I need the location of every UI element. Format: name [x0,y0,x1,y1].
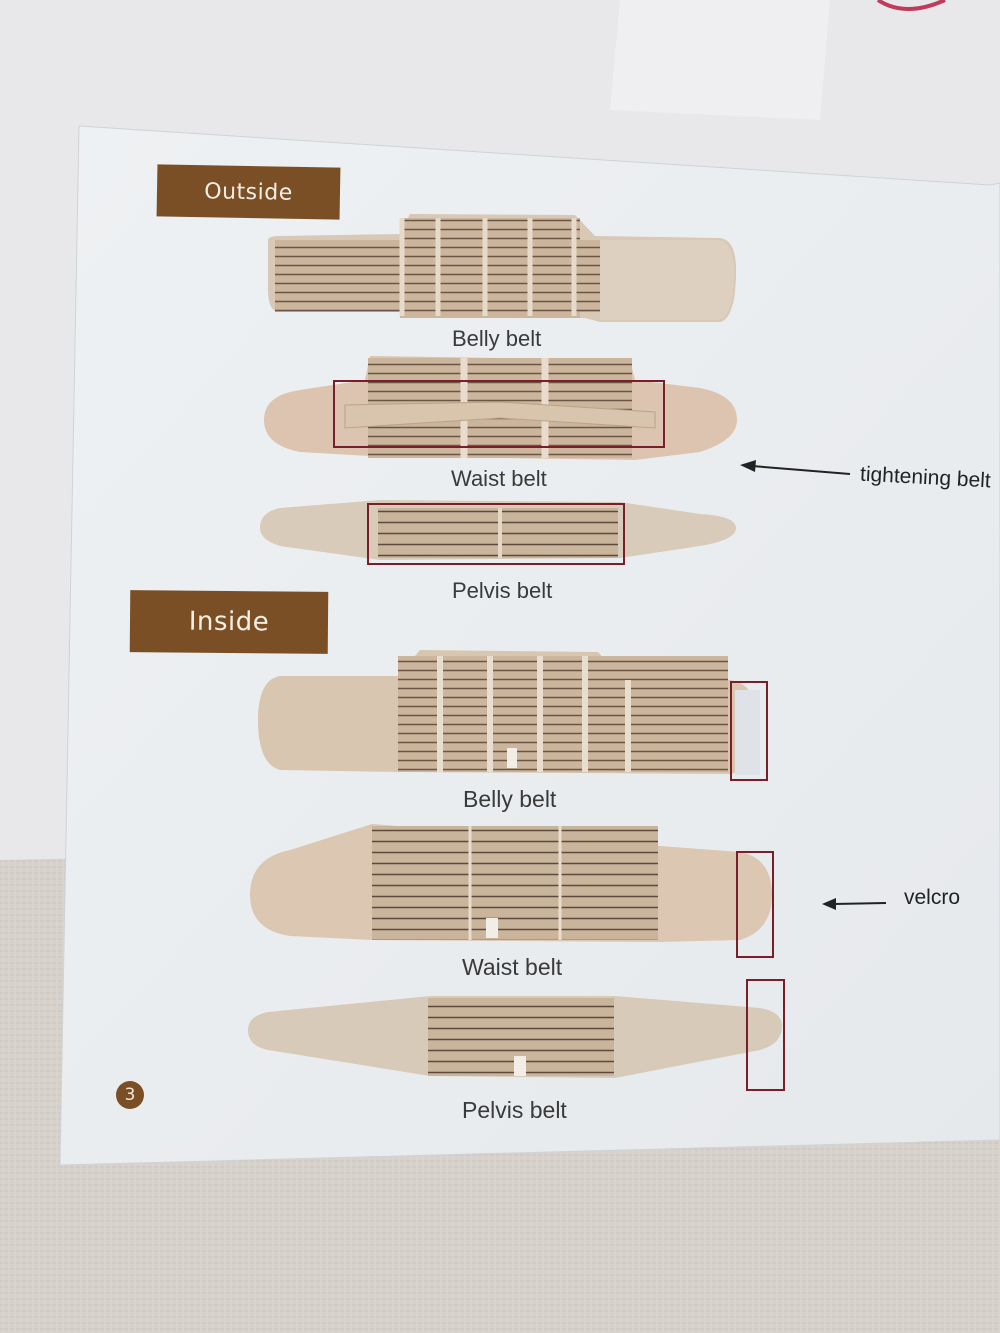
inside-belly-belt-label: Belly belt [463,786,557,812]
inside-belly-belt-image [258,650,768,781]
section-tag-outside: Outside [156,164,341,220]
inside-waist-belt-label: Waist belt [462,954,563,980]
section-tag-inside: Inside [129,590,329,654]
inside-pelvis-belt-image [248,979,785,1091]
tightening-arrow-icon [740,460,851,475]
outside-belly-belt-image [268,214,736,322]
page-number-badge: 3 [116,1081,144,1109]
outside-pelvis-belt-image [260,500,736,565]
outside-pelvis-belt-label: Pelvis belt [452,578,553,603]
inside-waist-belt-image [250,824,774,958]
outside-waist-belt-image [264,356,737,460]
velcro-annotation: velcro [904,886,961,909]
inside-pelvis-belt-label: Pelvis belt [462,1097,567,1123]
outside-waist-belt-label: Waist belt [451,466,547,491]
outside-belly-belt-label: Belly belt [452,326,542,351]
velcro-arrow-icon [822,898,887,910]
